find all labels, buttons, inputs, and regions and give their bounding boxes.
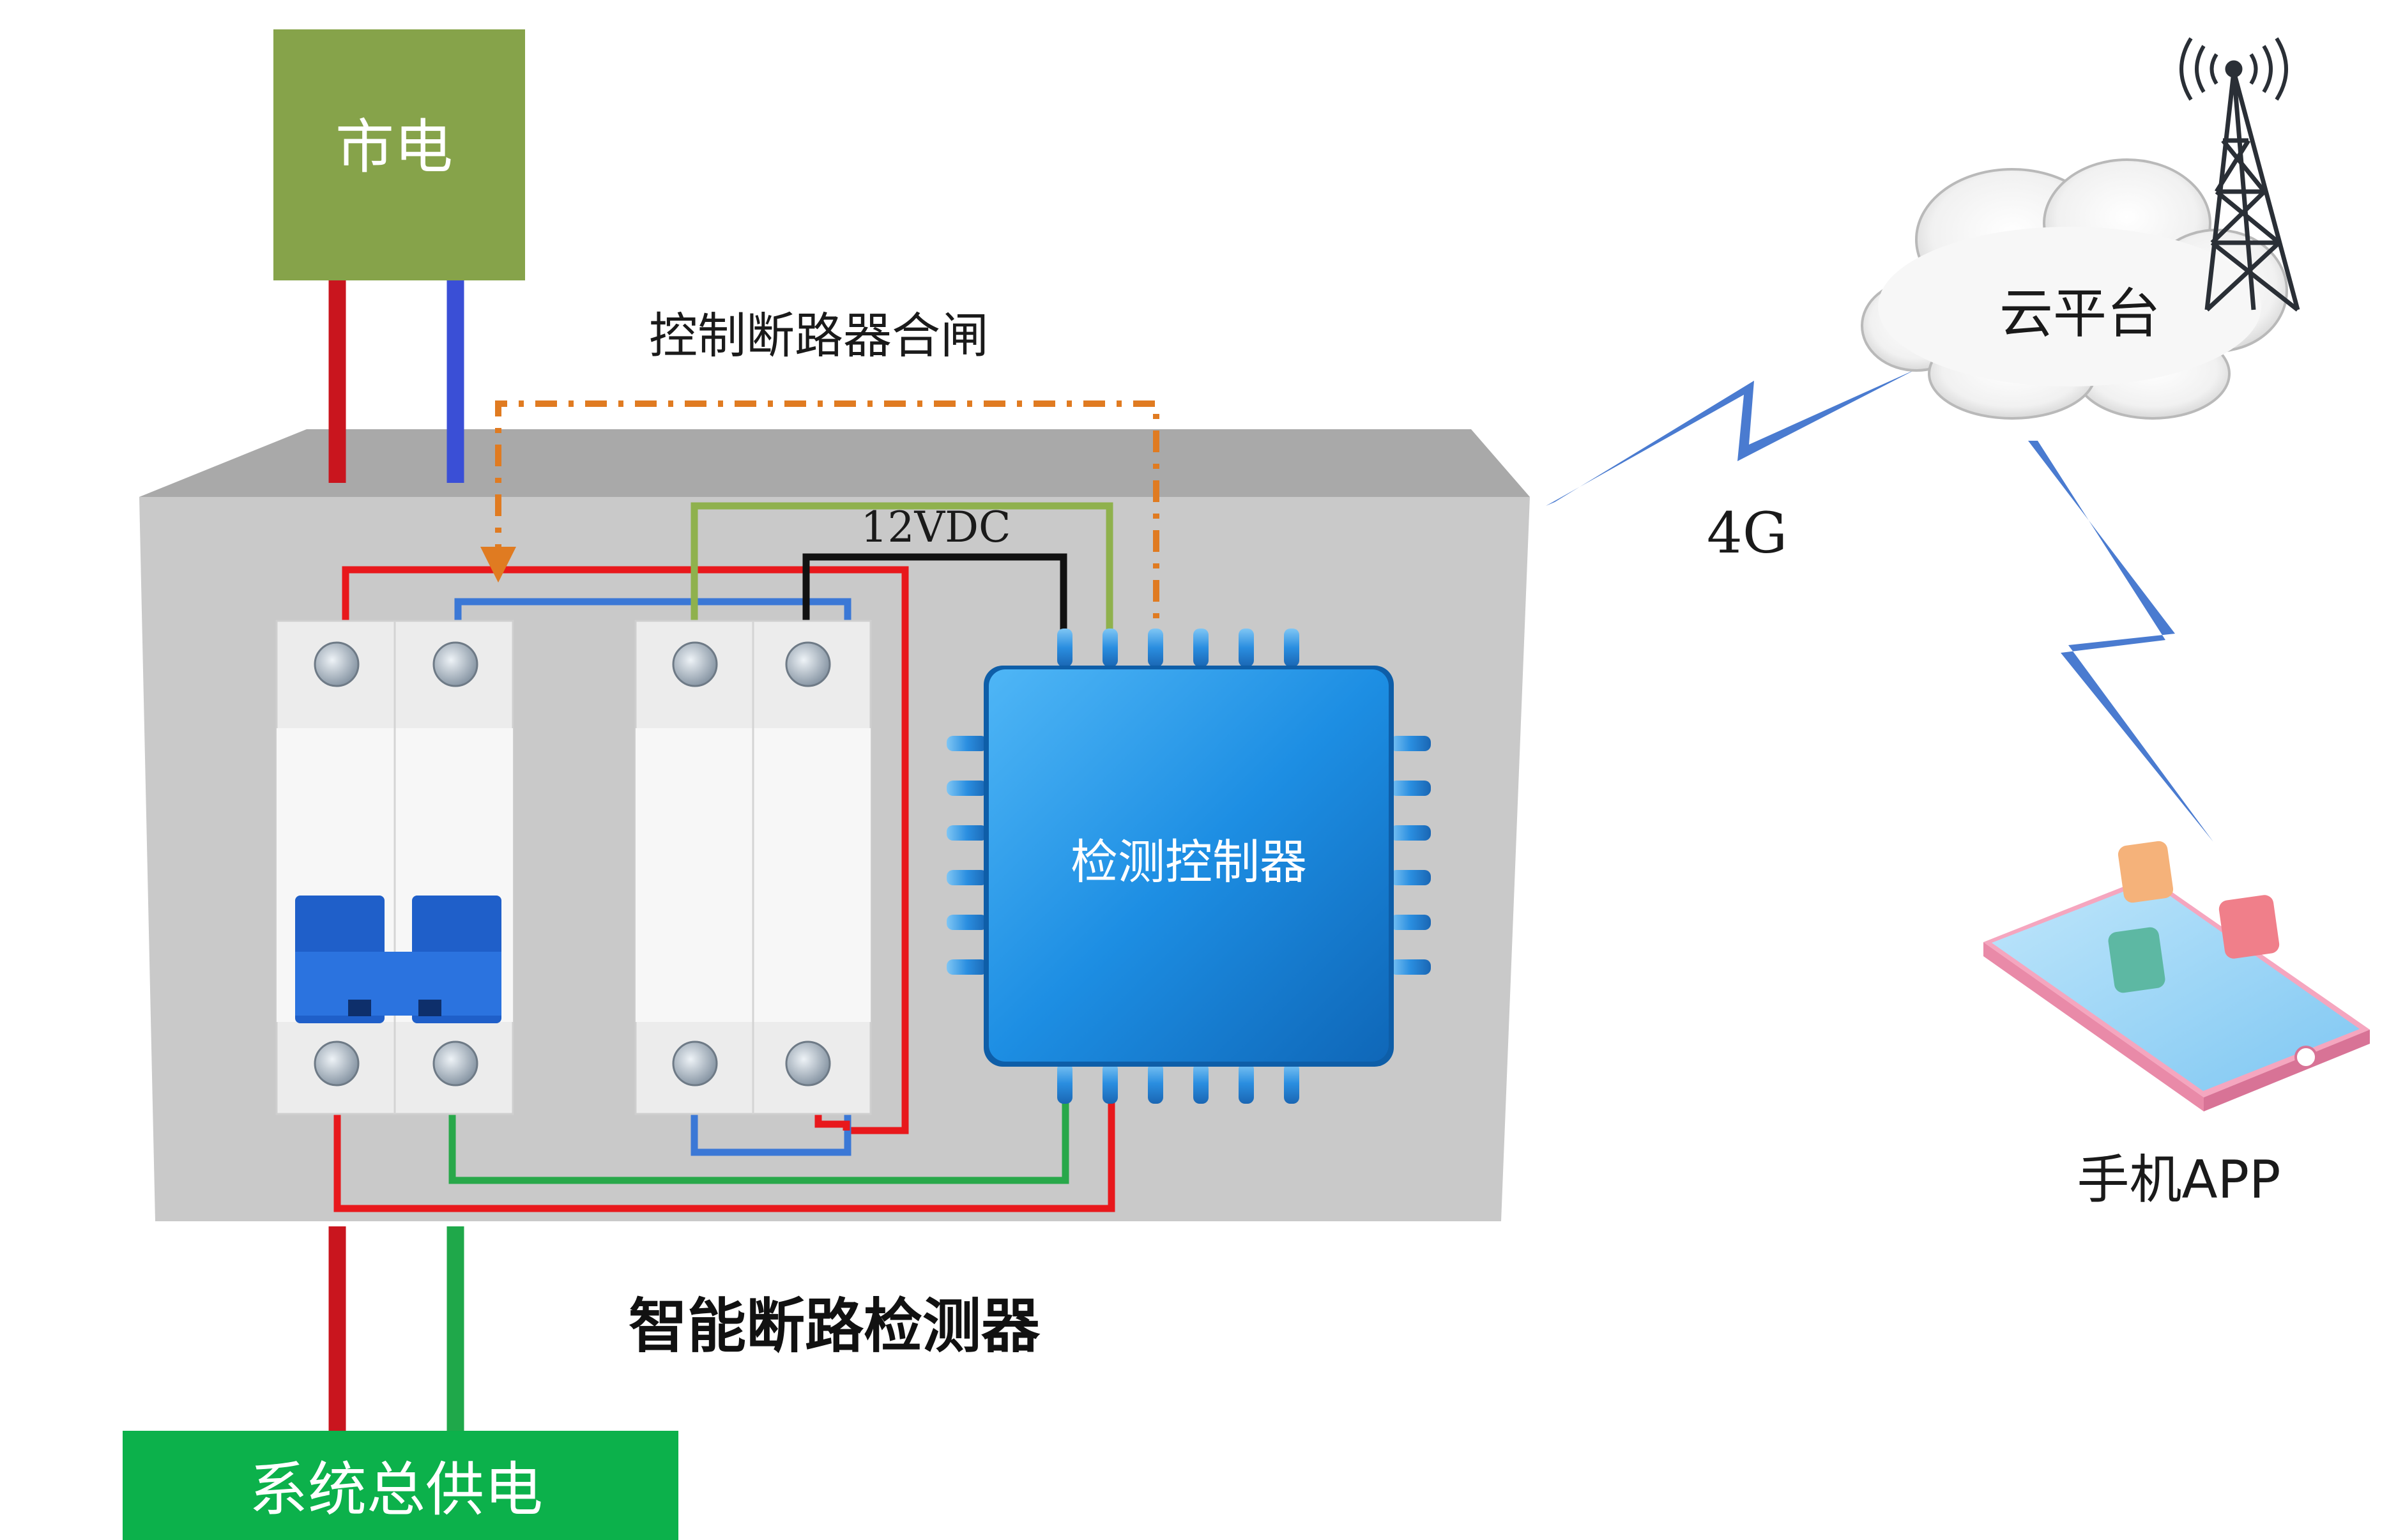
lightning-bolt-icon-2 [2028, 441, 2213, 842]
smartphone-icon [1983, 841, 2370, 1111]
controller-label: 检测控制器 [1071, 835, 1307, 890]
cloud-label: 云平台 [1999, 282, 2160, 345]
breaker-screws [314, 641, 478, 1086]
system-supply-box [123, 1431, 678, 1540]
wire-12v-ground [802, 553, 1067, 664]
chip-icon [947, 629, 1431, 1104]
signal-tower-icon [2179, 37, 2300, 312]
system-supply-label: 系统总供电 [249, 1456, 543, 1524]
wire-12v-positive [691, 502, 1113, 664]
lightning-bolt-icon [1546, 369, 1916, 506]
control-label: 控制断路器合闸 [649, 307, 989, 364]
mains-label: 市电 [335, 113, 453, 181]
relay-module-icon [634, 620, 872, 1115]
cloud-icon [1861, 158, 2288, 420]
network-label: 4G [1707, 500, 1787, 566]
control-signal-line [495, 400, 1159, 632]
wire-green-output [448, 1062, 1069, 1184]
control-arrow-icon [480, 547, 516, 583]
mains-box [273, 29, 525, 280]
enclosure-top [139, 429, 1530, 497]
app-label: 手机APP [2077, 1150, 2281, 1210]
wire-red-output [333, 1062, 1115, 1212]
breaker-2pole-icon [275, 620, 514, 1115]
device-name-label: 智能断路检测器 [629, 1292, 1041, 1361]
wire-live-top [342, 566, 909, 1134]
voltage-label: 12VDC [860, 503, 1011, 552]
